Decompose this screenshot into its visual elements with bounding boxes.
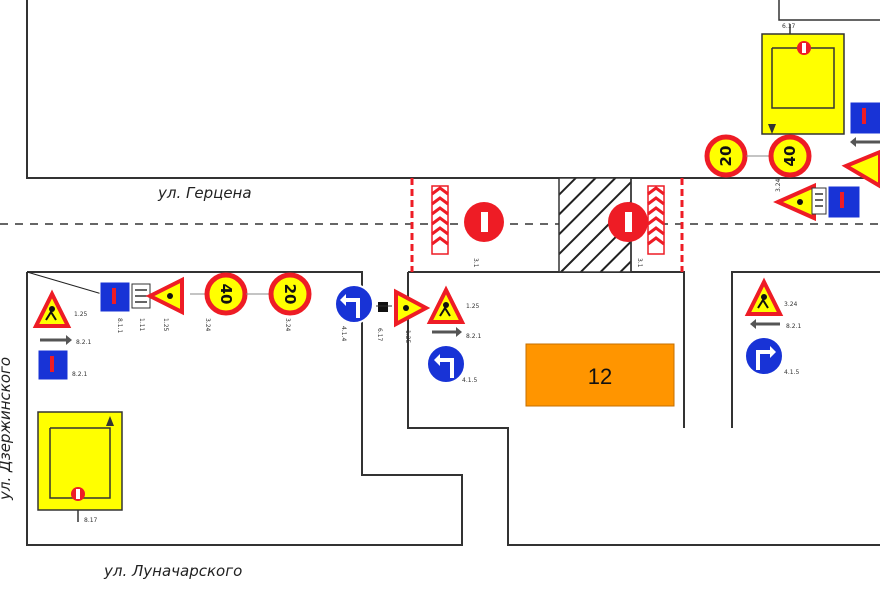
middle-block-curb: [407, 272, 880, 546]
road-works-warning-sign: [32, 289, 72, 328]
closed-road-section: 3.1 3.1: [410, 177, 684, 273]
no-entry-sign-left: [464, 202, 504, 242]
road-works-warning-sign: [145, 276, 184, 316]
sign-code: 3.24: [775, 178, 782, 192]
sign-code: 1.25: [404, 330, 411, 344]
detour-scheme-sign-right: [761, 24, 845, 135]
arrow-plate: [750, 319, 780, 329]
leader-line: [26, 271, 103, 295]
arrow-plate: [432, 327, 462, 337]
sign-code: 8.2.1: [76, 339, 91, 346]
road-works-warning-sign: [773, 182, 816, 222]
sign-code: 6.17: [782, 23, 796, 30]
speed-limit-sign-20: 20: [268, 272, 312, 316]
road-works-warning-sign: [841, 149, 880, 189]
sign-code: 3.24: [204, 318, 211, 332]
top-right-building: [778, 0, 880, 21]
speed-value: 20: [281, 284, 299, 305]
detour-small-plate: [811, 187, 827, 215]
sign-code: 3.1: [472, 258, 479, 268]
middle-block-top-curb: [408, 271, 685, 428]
sign-code: 8.2.1: [466, 333, 481, 340]
top-block-curb: [26, 0, 880, 179]
road-works-warning-sign: [426, 285, 466, 324]
blue-info-sign: [849, 101, 880, 135]
sign-code: 4.1.5: [462, 377, 477, 384]
speed-limit-sign-40: 40: [768, 134, 812, 178]
speed-value: 20: [717, 146, 735, 167]
sign-code: 3.24: [784, 301, 798, 308]
sign-code: 1.11: [138, 318, 145, 332]
sign-code: 8.1.1: [116, 318, 123, 333]
road-works-warning-sign: [744, 277, 784, 316]
sign-code: 8.2.1: [72, 371, 87, 378]
right-block-curb: [731, 271, 880, 428]
blue-info-sign: [37, 349, 69, 381]
blue-info-sign: [99, 281, 131, 313]
road-works-warning-sign: [394, 288, 431, 328]
arrow-plate: [40, 335, 72, 345]
speed-limit-sign-20: 20: [704, 134, 748, 178]
detour-small-plate: [131, 283, 151, 309]
street-name-bottom: ул. Луначарского: [103, 562, 242, 580]
building-12: 12: [525, 343, 675, 407]
street-name-left: ул. Дзержинского: [0, 357, 14, 501]
arrow-plate: [850, 137, 880, 147]
blue-info-sign: [827, 185, 861, 219]
sign-code: 6.17: [376, 328, 383, 342]
turn-left-mandatory-sign: [426, 344, 466, 384]
sign-code: 1.25: [162, 318, 169, 332]
street-name-top: ул. Герцена: [157, 184, 252, 202]
barrier-right: [647, 185, 665, 255]
sign-code: 8.2.1: [786, 323, 801, 330]
turn-left-mandatory-sign: [334, 284, 374, 324]
sign-code: 4.1.4: [340, 326, 347, 341]
speed-value: 40: [217, 284, 235, 305]
building-number: 12: [588, 364, 612, 389]
no-entry-sign-right: [608, 202, 648, 242]
left-block-curb: [26, 271, 463, 546]
sign-code: 1.25: [74, 311, 88, 318]
post-marker: [376, 302, 392, 312]
sign-code: 3.1: [636, 258, 643, 268]
detour-scheme-sign-left: [37, 411, 123, 522]
speed-value: 40: [781, 146, 799, 167]
curb-lines: [26, 0, 880, 546]
sign-code: 8.17: [84, 517, 98, 524]
barrier-left: [431, 185, 449, 255]
sign-code: 1.25: [466, 303, 480, 310]
sign-code: 3.24: [284, 318, 291, 332]
turn-right-mandatory-sign: [744, 336, 784, 376]
sign-code: 4.1.5: [784, 369, 799, 376]
speed-limit-sign-40: 40: [204, 272, 248, 316]
